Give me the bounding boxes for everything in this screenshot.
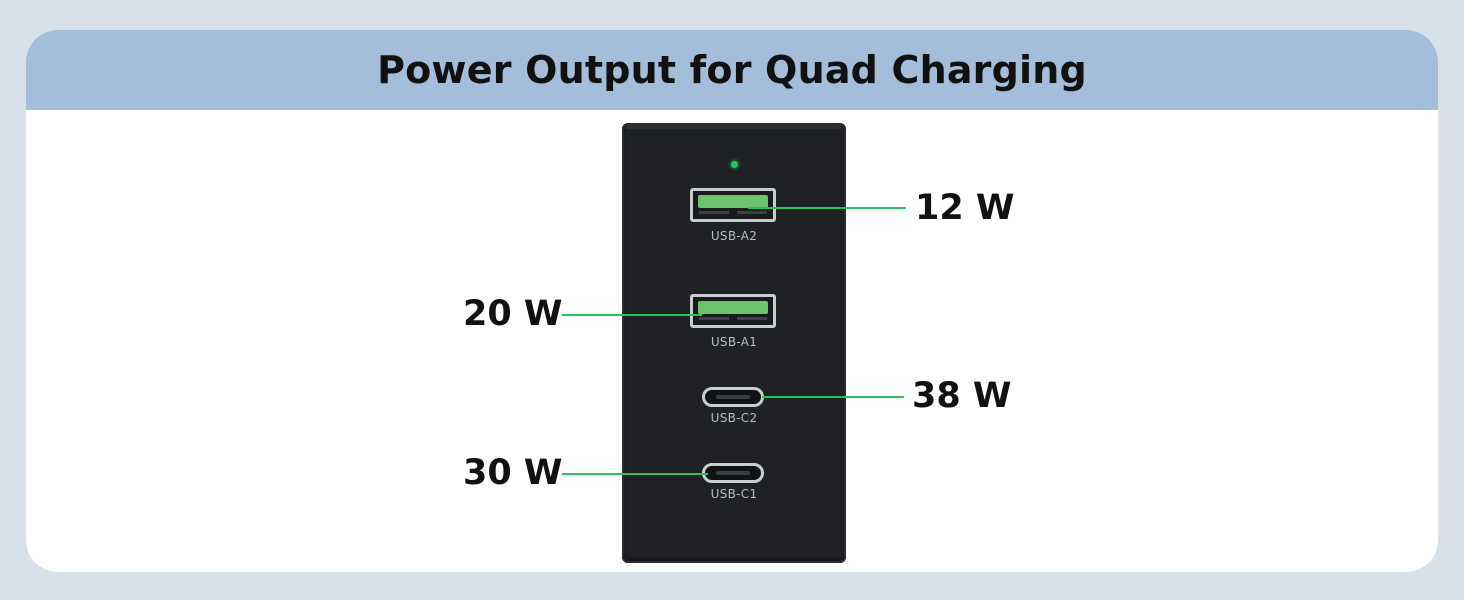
usb-a2-leader-line bbox=[748, 207, 906, 209]
info-card: Power Output for Quad Charging USB-A2 US… bbox=[26, 30, 1438, 572]
usb-a1-leader-line bbox=[562, 314, 702, 316]
usb-c1-label: USB-C1 bbox=[710, 487, 758, 501]
usb-c2-label: USB-C2 bbox=[710, 411, 758, 425]
usb-c1-power-value: 30 W bbox=[463, 453, 563, 493]
usb-a2-tongue bbox=[698, 195, 768, 208]
usb-c1-pin bbox=[716, 471, 750, 475]
usb-a1-contact-right bbox=[737, 317, 767, 320]
usb-a2-contact-right bbox=[737, 211, 767, 214]
usb-c2-power-value: 38 W bbox=[912, 376, 1012, 416]
usb-a1-contact-left bbox=[699, 317, 729, 320]
charger-top-edge bbox=[626, 123, 842, 129]
usb-a2-contact-left bbox=[699, 211, 729, 214]
usb-a2-power-value: 12 W bbox=[915, 188, 1015, 228]
usb-a2-port-icon bbox=[690, 188, 776, 222]
usb-c2-port-icon bbox=[702, 387, 764, 407]
charger-device: USB-A2 USB-A1 USB-C2 USB-C1 bbox=[622, 123, 846, 563]
usb-c2-leader-line bbox=[762, 396, 904, 398]
usb-a1-power-value: 20 W bbox=[463, 294, 563, 334]
usb-a1-label: USB-A1 bbox=[710, 335, 758, 349]
usb-c2-pin bbox=[716, 395, 750, 399]
usb-c1-leader-line bbox=[562, 473, 708, 475]
usb-a1-port-icon bbox=[690, 294, 776, 328]
page-title: Power Output for Quad Charging bbox=[377, 48, 1087, 92]
title-banner: Power Output for Quad Charging bbox=[26, 30, 1438, 110]
usb-a1-tongue bbox=[698, 301, 768, 314]
usb-a2-label: USB-A2 bbox=[710, 229, 758, 243]
led-indicator-icon bbox=[731, 161, 738, 168]
usb-c1-port-icon bbox=[702, 463, 764, 483]
